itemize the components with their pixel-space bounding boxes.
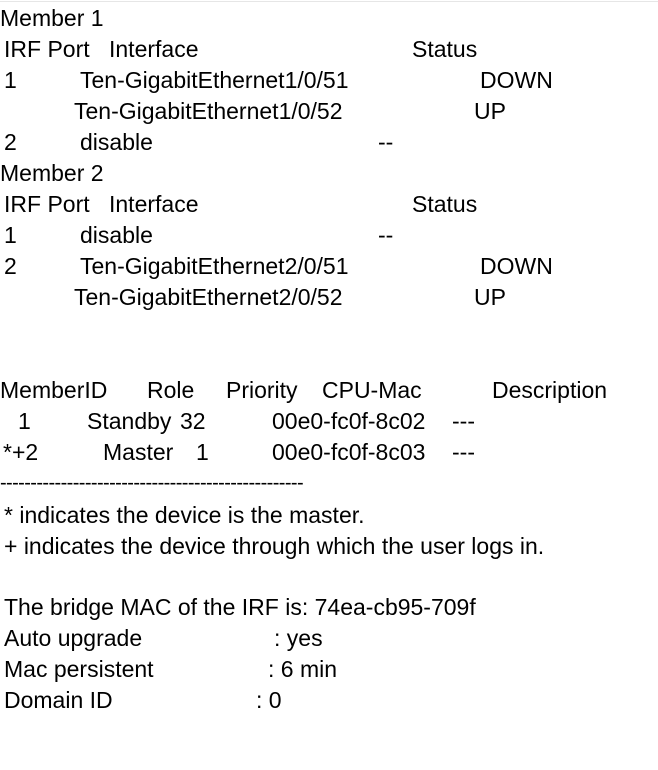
member2-row2-status: DOWN	[480, 253, 553, 279]
row2-member-id: *+2	[3, 439, 39, 465]
member1-row3-status: --	[378, 129, 394, 155]
bridge-mac-line: The bridge MAC of the IRF is: 74ea-cb95-…	[4, 594, 476, 620]
member1-row1-interface: Ten-GigabitEthernet1/0/51	[80, 67, 349, 93]
member2-row1-interface: disable	[80, 222, 153, 248]
note-master: * indicates the device is the master.	[4, 502, 365, 528]
header-description: Description	[492, 377, 608, 403]
auto-upgrade-value: : yes	[274, 625, 323, 651]
member1-header-irf-port: IRF Port	[4, 36, 90, 62]
row1-role: Standby	[87, 408, 172, 434]
header-role: Role	[147, 377, 195, 403]
row1-cpu-mac: 00e0-fc0f-8c02	[272, 408, 426, 434]
separator-line: ----------------------------------------…	[0, 472, 304, 494]
note-login: + indicates the device through which the…	[4, 533, 545, 559]
member1-header-interface: Interface	[109, 36, 199, 62]
row1-member-id: 1	[18, 408, 31, 434]
member1-row2-interface: Ten-GigabitEthernet1/0/52	[74, 98, 343, 124]
member1-row2-status: UP	[474, 98, 506, 124]
member1-row1-port: 1	[4, 67, 17, 93]
member2-row2-port: 2	[4, 253, 17, 279]
mac-persistent-value: : 6 min	[268, 656, 338, 682]
row2-description: ---	[452, 439, 475, 465]
domain-id-label: Domain ID	[4, 687, 113, 713]
row1-priority: 32	[180, 408, 206, 434]
member2-row3-status: UP	[474, 284, 506, 310]
member1-row3-port: 2	[4, 129, 17, 155]
member2-header-interface: Interface	[109, 191, 199, 217]
member1-row3-interface: disable	[80, 129, 153, 155]
member2-header-irf-port: IRF Port	[4, 191, 90, 217]
header-priority: Priority	[226, 377, 298, 403]
mac-persistent-label: Mac persistent	[4, 656, 154, 682]
row2-role: Master	[103, 439, 174, 465]
member1-row1-status: DOWN	[480, 67, 553, 93]
member2-row2-interface: Ten-GigabitEthernet2/0/51	[80, 253, 349, 279]
member2-row1-port: 1	[4, 222, 17, 248]
header-cpu-mac: CPU-Mac	[322, 377, 422, 403]
member2-header-status: Status	[412, 191, 478, 217]
header-member-id: MemberID	[0, 377, 108, 403]
row1-description: ---	[452, 408, 475, 434]
domain-id-value: : 0	[256, 687, 282, 713]
member2-title: Member 2	[0, 160, 104, 186]
row2-cpu-mac: 00e0-fc0f-8c03	[272, 439, 426, 465]
top-border	[0, 1, 658, 2]
member1-title: Member 1	[0, 5, 104, 31]
member2-row3-interface: Ten-GigabitEthernet2/0/52	[74, 284, 343, 310]
auto-upgrade-label: Auto upgrade	[4, 625, 143, 651]
row2-priority: 1	[196, 439, 209, 465]
member2-row1-status: --	[378, 222, 394, 248]
member1-header-status: Status	[412, 36, 478, 62]
